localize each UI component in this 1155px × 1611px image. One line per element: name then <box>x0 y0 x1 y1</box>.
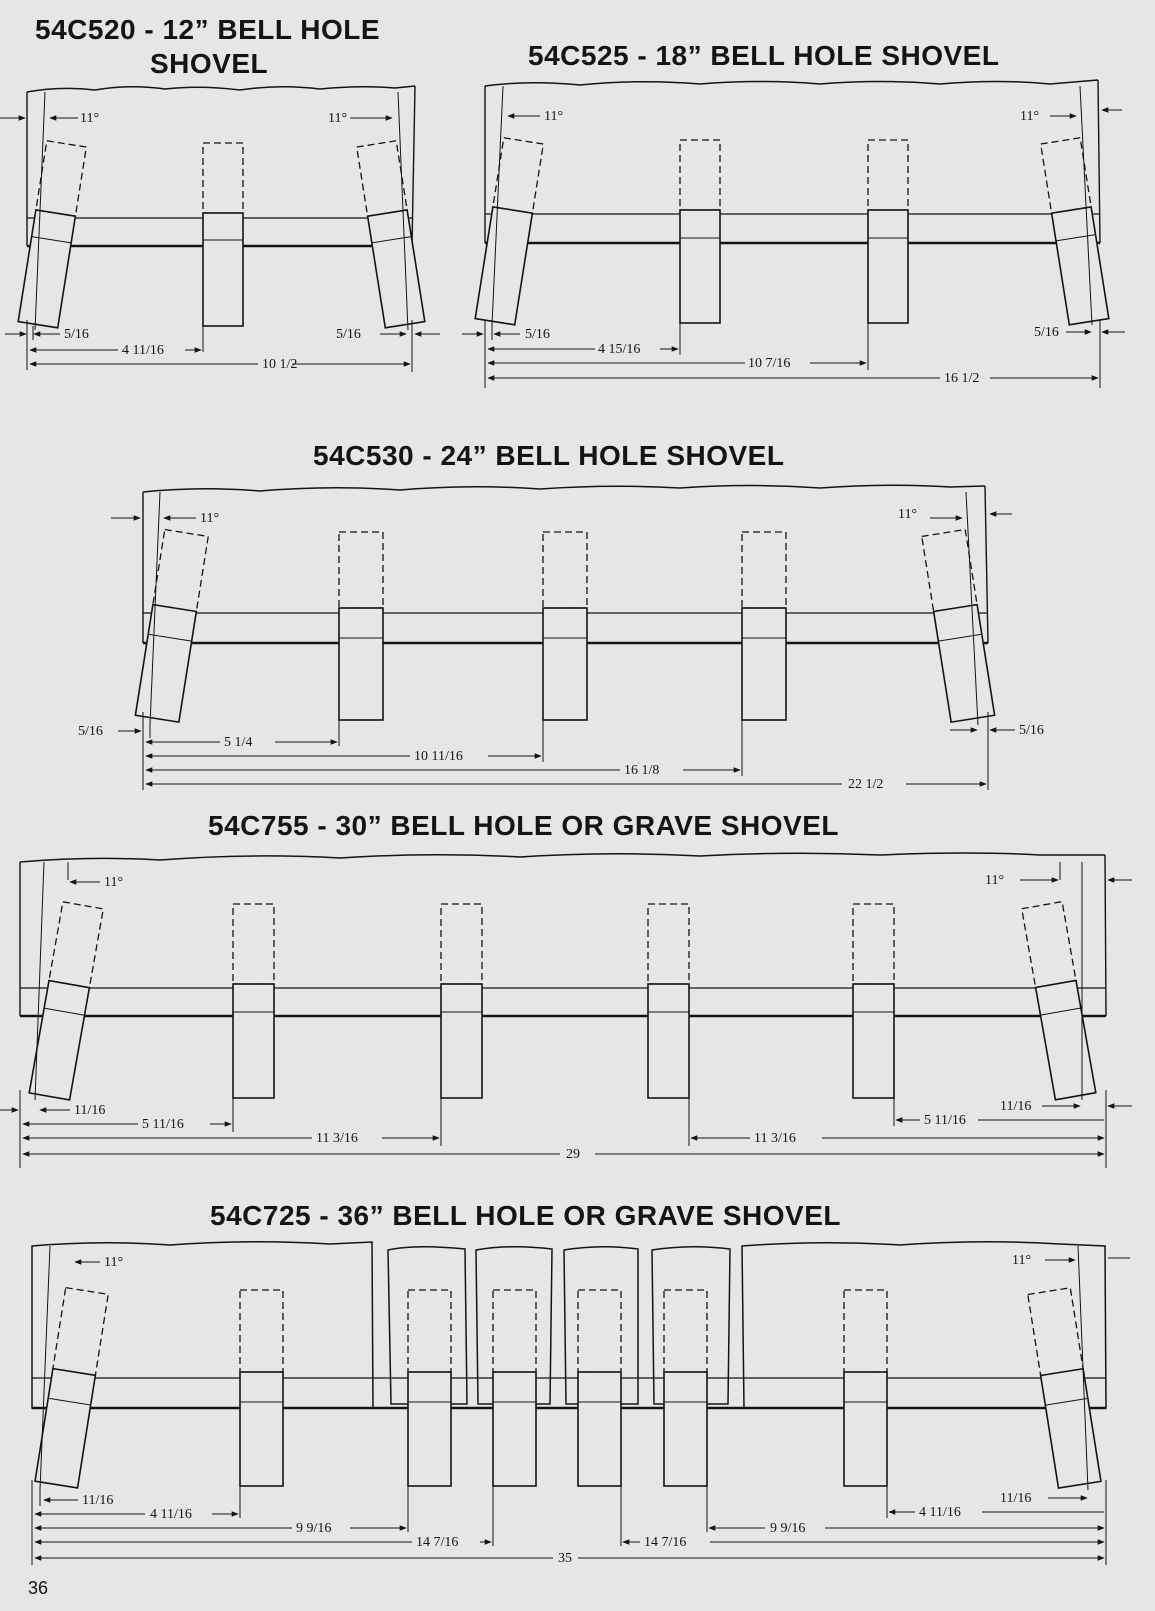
gap-label-left: 5/16 <box>64 327 89 342</box>
dimension-label: 4 11/16 <box>150 1507 192 1522</box>
diagram-54c520 <box>0 85 440 372</box>
labels-54c530: 11° 11° 5/16 5/16 5 1/4 10 11/16 16 1/8 … <box>78 507 1044 792</box>
torn-edge <box>31 1240 374 1409</box>
dimension-label: 4 11/16 <box>122 343 164 358</box>
dimension-label: 5 11/16 <box>924 1113 966 1128</box>
torn-edge <box>142 484 986 493</box>
section3-title: 54C530 - 24” BELL HOLE SHOVEL <box>313 440 785 471</box>
torn-edge <box>475 1245 553 1405</box>
dimension-label: 9 9/16 <box>770 1521 805 1536</box>
torn-edge <box>387 1245 468 1405</box>
dimension-label: 16 1/8 <box>624 763 659 778</box>
dimension-label: 5 11/16 <box>142 1117 184 1132</box>
angle-label: 11° <box>200 511 219 526</box>
dimension-label: 22 1/2 <box>848 777 883 792</box>
section2-title: 54C525 - 18” BELL HOLE SHOVEL <box>528 40 1000 71</box>
torn-edge <box>651 1245 731 1405</box>
diagram-54c725 <box>31 1240 1130 1565</box>
angle-label: 11° <box>328 111 347 126</box>
torn-edge <box>19 852 1105 863</box>
section1-title-line2: SHOVEL <box>150 48 269 79</box>
gap-label-left: 5/16 <box>525 327 550 342</box>
labels-54c725: 11° 11° 11/16 11/16 4 11/16 9 9/16 14 7/… <box>82 1253 1031 1566</box>
torn-edge <box>484 79 1099 87</box>
gap-label-right: 5/16 <box>1034 325 1059 340</box>
gap-label-right: 11/16 <box>1000 1491 1031 1506</box>
dimension-label: 10 1/2 <box>262 357 297 372</box>
dimension-label: 14 7/16 <box>416 1535 458 1550</box>
angle-label: 11° <box>80 111 99 126</box>
dimension-label: 14 7/16 <box>644 1535 686 1550</box>
section4-title: 54C755 - 30” BELL HOLE OR GRAVE SHOVEL <box>208 810 840 841</box>
torn-edge <box>26 85 416 93</box>
gap-label-right: 11/16 <box>1000 1099 1031 1114</box>
angle-label: 11° <box>1012 1253 1031 1268</box>
labels-54c755: 11° 11° 11/16 11/16 5 11/16 11 3/16 11 3… <box>74 873 1031 1162</box>
dimension-label: 29 <box>566 1147 580 1162</box>
labels-54c525: 11° 11° 5/16 5/16 4 15/16 10 7/16 16 1/2 <box>525 109 1059 386</box>
gap-label-right: 5/16 <box>336 327 361 342</box>
page-number: 36 <box>28 1578 49 1598</box>
shovel-row <box>239 1289 888 1487</box>
dimension-label: 11 3/16 <box>316 1131 358 1146</box>
dimension-label: 5 1/4 <box>224 735 252 750</box>
gap-label-left: 11/16 <box>82 1493 113 1508</box>
angle-label: 11° <box>544 109 563 124</box>
dimension-label: 4 11/16 <box>919 1505 961 1520</box>
diagram-54c525 <box>462 79 1125 388</box>
dimension-label: 16 1/2 <box>944 371 979 386</box>
diagram-54c755 <box>0 852 1132 1168</box>
dimension-label: 10 11/16 <box>414 749 463 764</box>
dimension-label: 9 9/16 <box>296 1521 331 1536</box>
section1-title-line1: 54C520 - 12” BELL HOLE <box>35 14 381 45</box>
gap-label-left: 11/16 <box>74 1103 105 1118</box>
angle-label: 11° <box>104 875 123 890</box>
torn-edge <box>741 1240 1107 1409</box>
gap-label-right: 5/16 <box>1019 723 1044 738</box>
torn-edge <box>563 1245 639 1405</box>
angle-label: 11° <box>985 873 1004 888</box>
angle-label: 11° <box>898 507 917 522</box>
labels-54c520: 11° 11° 5/16 5/16 4 11/16 10 1/2 <box>64 111 361 372</box>
angle-label: 11° <box>104 1255 123 1270</box>
dimension-label: 10 7/16 <box>748 356 790 371</box>
section5-title: 54C725 - 36” BELL HOLE OR GRAVE SHOVEL <box>210 1200 842 1231</box>
diagram-54c530 <box>111 484 1015 790</box>
dimension-label: 4 15/16 <box>598 342 640 357</box>
gap-label-left: 5/16 <box>78 724 103 739</box>
dimension-label: 35 <box>558 1551 572 1566</box>
dimension-label: 11 3/16 <box>754 1131 796 1146</box>
angle-label: 11° <box>1020 109 1039 124</box>
